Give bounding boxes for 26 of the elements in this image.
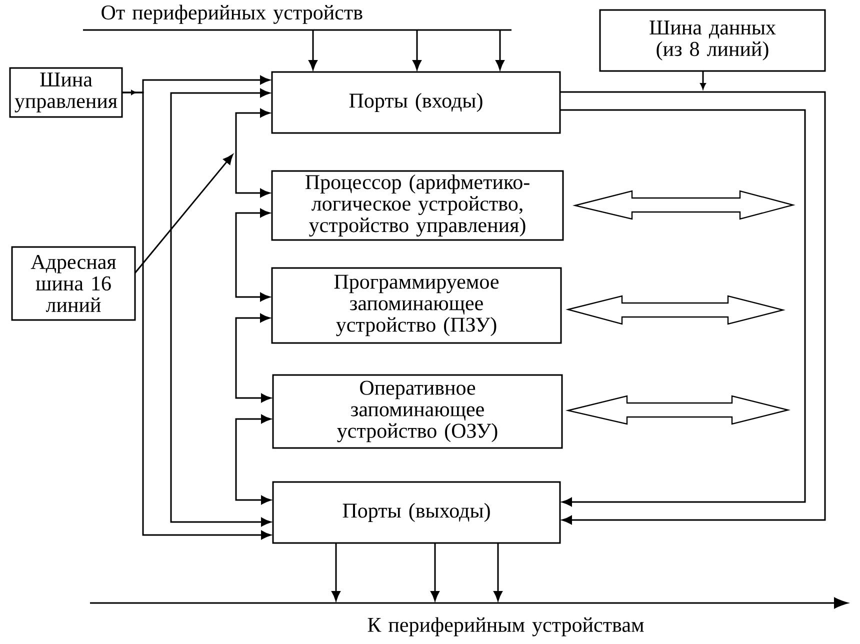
block-box: Адресная шина 16 линий bbox=[11, 246, 136, 321]
input-bus-line: От периферийных устройств bbox=[83, 4, 512, 31]
arrow bbox=[700, 71, 706, 90]
arrow bbox=[235, 414, 271, 504]
block-box: Программируемое запоминающее устройство (ПЗУ) bbox=[271, 267, 562, 344]
arrow bbox=[235, 314, 271, 402]
arrow bbox=[235, 208, 270, 302]
arrow bbox=[494, 543, 502, 601]
block-box: Оперативное запоминающее устройство (ОЗУ) bbox=[272, 374, 563, 449]
block-box: Процессор (арифметико-логическое устройство, устройство управления) bbox=[271, 170, 564, 241]
arrow bbox=[122, 92, 271, 540]
arrow bbox=[412, 30, 422, 70]
output-bus-line: К периферийным устройствам bbox=[90, 598, 848, 636]
arrow bbox=[496, 30, 504, 70]
arrow bbox=[170, 88, 271, 526]
arrow bbox=[332, 543, 340, 601]
arrow bbox=[560, 109, 806, 506]
block-box: Шина управления bbox=[9, 67, 123, 118]
arrow bbox=[235, 108, 270, 198]
arrow bbox=[430, 543, 440, 601]
block-box: Шина данных (из 8 линий) bbox=[599, 9, 826, 72]
block-box: Порты (входы) bbox=[271, 71, 561, 134]
arrow bbox=[134, 154, 233, 274]
arrow bbox=[308, 30, 318, 70]
arrow bbox=[560, 91, 826, 524]
block-box: Порты (выходы) bbox=[272, 481, 561, 544]
